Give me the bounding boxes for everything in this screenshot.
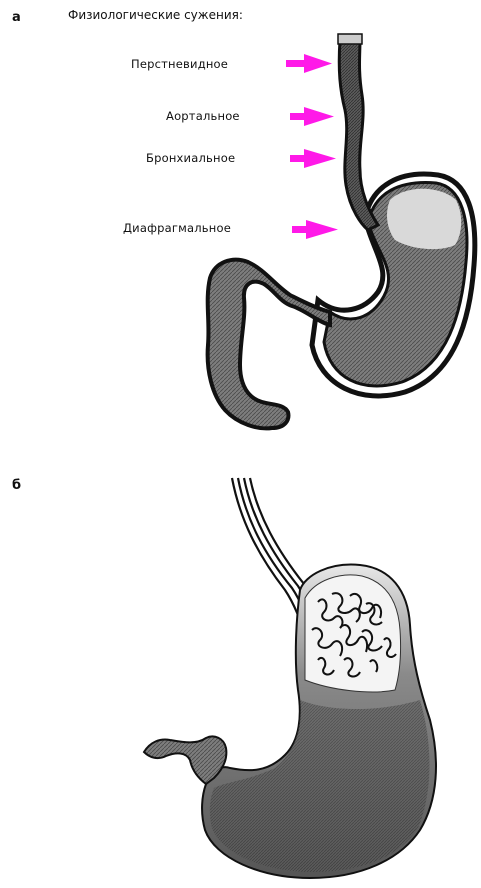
duodenum-b bbox=[144, 736, 226, 784]
panel-b-drawing bbox=[144, 478, 436, 878]
arrow-cricoid-icon bbox=[286, 54, 332, 73]
panel-a-drawing bbox=[208, 34, 475, 428]
stomach-fundus bbox=[387, 189, 461, 249]
arrow-aortic-icon bbox=[290, 107, 334, 126]
arrow-diaphragmatic-icon bbox=[292, 220, 338, 239]
arrow-bronchial-icon bbox=[290, 149, 336, 168]
